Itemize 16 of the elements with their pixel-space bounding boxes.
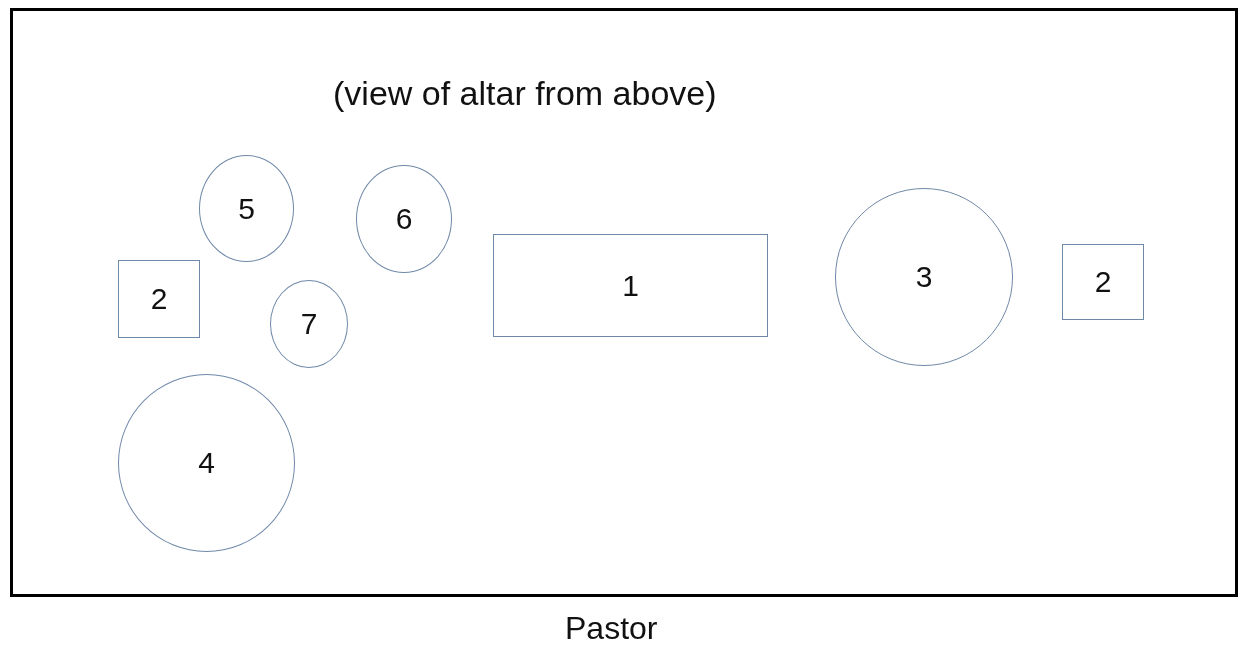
position-label: Pastor <box>565 610 658 647</box>
square-outline <box>1062 244 1144 320</box>
number-label: 2 <box>1094 265 1112 299</box>
number-label: 3 <box>915 260 933 294</box>
altar-outline <box>10 8 1238 597</box>
number-label: 4 <box>198 446 215 480</box>
view-caption: (view of altar from above) <box>333 74 717 113</box>
number-label: 1 <box>622 268 639 303</box>
circle-outline <box>199 155 294 262</box>
number-label: 2 <box>150 282 168 316</box>
number-label: 6 <box>395 202 413 236</box>
square-outline <box>118 260 200 338</box>
rectangle-outline <box>493 234 768 337</box>
circle-outline <box>835 188 1013 366</box>
number-label: 5 <box>238 191 255 226</box>
number-label: 7 <box>300 307 318 341</box>
